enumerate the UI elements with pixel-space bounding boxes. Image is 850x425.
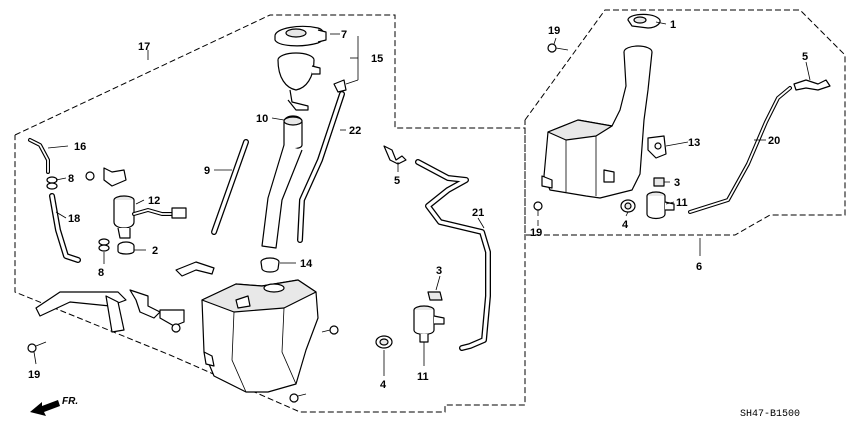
- cap-part-1[interactable]: [627, 13, 661, 29]
- callout-10: 10: [256, 113, 268, 125]
- joint-part-5-left[interactable]: [383, 145, 407, 165]
- bracket-small[interactable]: [175, 261, 215, 277]
- hose-joint-part-16[interactable]: [28, 138, 50, 174]
- joint-part-5-right[interactable]: [793, 79, 831, 91]
- callout-19-top: 19: [548, 25, 560, 37]
- grommet-part-4-left[interactable]: [375, 335, 393, 349]
- cap-part-14[interactable]: [260, 257, 280, 273]
- callout-6: 6: [696, 261, 702, 273]
- cap-part-7[interactable]: [274, 25, 327, 47]
- callout-3-left: 3: [436, 265, 442, 277]
- direction-label: FR.: [62, 396, 78, 407]
- seal-part-3-left[interactable]: [427, 291, 443, 301]
- callout-14: 14: [300, 258, 313, 270]
- callout-11-left: 11: [417, 371, 429, 383]
- callout-4-left: 4: [380, 379, 387, 391]
- callout-19-right: 19: [530, 227, 542, 239]
- diagram-code: SH47-B1500: [740, 409, 800, 420]
- callout-7: 7: [341, 29, 347, 41]
- callout-9: 9: [204, 165, 210, 177]
- tube-part-22[interactable]: [297, 91, 345, 243]
- leader-lines: [33, 21, 811, 376]
- callout-21: 21: [472, 207, 484, 219]
- callout-19-left: 19: [28, 369, 40, 381]
- washer-tank[interactable]: [201, 279, 319, 393]
- bolt-tank-bottom[interactable]: [289, 393, 307, 403]
- bolt-tank-right[interactable]: [321, 325, 339, 335]
- tank-bracket[interactable]: [35, 289, 185, 333]
- pump-part-11-left[interactable]: [413, 305, 445, 343]
- callout-20: 20: [768, 135, 780, 147]
- clip-part-8-upper[interactable]: [46, 176, 58, 190]
- seal-part-3-right[interactable]: [653, 177, 665, 187]
- bolt-part-19-right[interactable]: [533, 201, 543, 216]
- pump-part-11-right[interactable]: [646, 191, 675, 220]
- group-17-boundary: [14, 14, 526, 413]
- tube-part-21[interactable]: [415, 159, 491, 351]
- filler-hose-part-10[interactable]: [261, 115, 303, 249]
- clip-part-8-lower[interactable]: [98, 238, 110, 252]
- callout-13: 13: [688, 137, 700, 149]
- tube-part-20[interactable]: [688, 86, 792, 214]
- callout-16: 16: [74, 141, 86, 153]
- callout-1: 1: [670, 19, 676, 31]
- callout-2: 2: [152, 245, 158, 257]
- callout-15: 15: [371, 53, 383, 65]
- washer-tank-right[interactable]: [541, 45, 653, 199]
- clamp[interactable]: [85, 167, 127, 187]
- callout-5-right: 5: [802, 51, 808, 63]
- callout-5-left: 5: [394, 175, 400, 187]
- callout-18: 18: [68, 213, 80, 225]
- bracket-part-13[interactable]: [647, 135, 667, 159]
- hose-part-18[interactable]: [49, 193, 81, 263]
- tube-part-9[interactable]: [211, 139, 249, 235]
- bolt-part-19-top[interactable]: [547, 43, 569, 53]
- grommet-part-2[interactable]: [117, 241, 135, 255]
- callout-8-lower: 8: [98, 267, 104, 279]
- filler-neck-part-15[interactable]: [277, 52, 347, 111]
- front-direction-arrow: [30, 400, 60, 416]
- washer-motor-part-12[interactable]: [113, 195, 187, 239]
- callout-4-right: 4: [622, 219, 629, 231]
- callout-11-right: 11: [676, 197, 688, 209]
- callout-22: 22: [349, 125, 361, 137]
- callout-17: 17: [138, 41, 150, 53]
- bolt-part-19-left[interactable]: [27, 341, 47, 353]
- group-6-boundary: [524, 9, 846, 236]
- callout-8-upper: 8: [68, 173, 74, 185]
- callout-3-right: 3: [674, 177, 680, 189]
- callout-12: 12: [148, 195, 160, 207]
- grommet-part-4-right[interactable]: [620, 199, 636, 213]
